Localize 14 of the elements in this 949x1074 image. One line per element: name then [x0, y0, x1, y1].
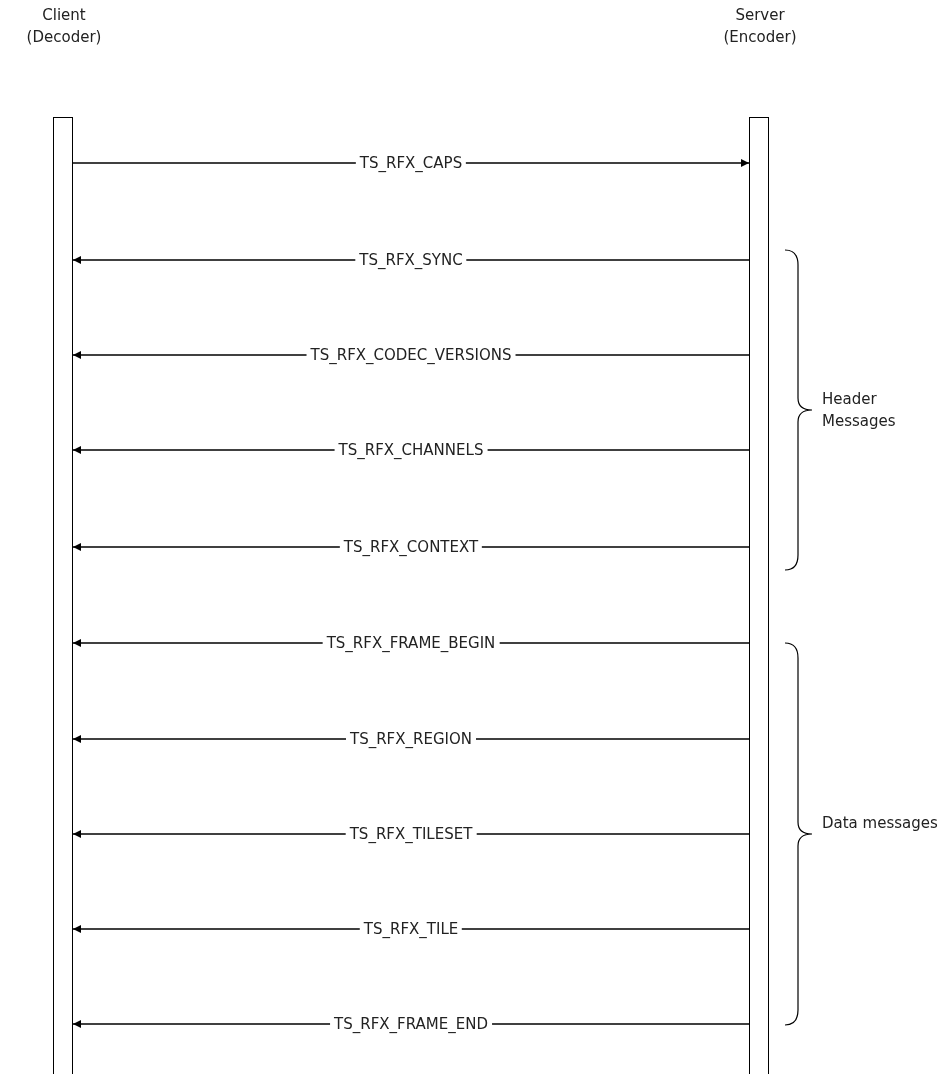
edge-label: TS_RFX_TILE [359, 920, 463, 938]
edge-label: TS_RFX_FRAME_END [330, 1015, 492, 1033]
edge-label: TS_RFX_TILESET [345, 825, 477, 843]
lifeline-heading: Server (Encoder) [722, 5, 798, 48]
edge-label: TS_RFX_SYNC [355, 251, 467, 269]
edge-label: TS_RFX_CONTEXT [339, 538, 483, 556]
edge-label: TS_RFX_FRAME_BEGIN [322, 634, 500, 652]
edge-label: TS_RFX_CHANNELS [334, 441, 488, 459]
bracket-label: Header Messages [822, 389, 897, 432]
edge-label: TS_RFX_CAPS [355, 154, 467, 172]
edge-label: TS_RFX_CODEC_VERSIONS [306, 346, 516, 364]
bracket-label: Data messages [822, 813, 939, 834]
lifeline-heading: Client (Decoder) [25, 5, 103, 48]
edge-label: TS_RFX_REGION [346, 730, 476, 748]
